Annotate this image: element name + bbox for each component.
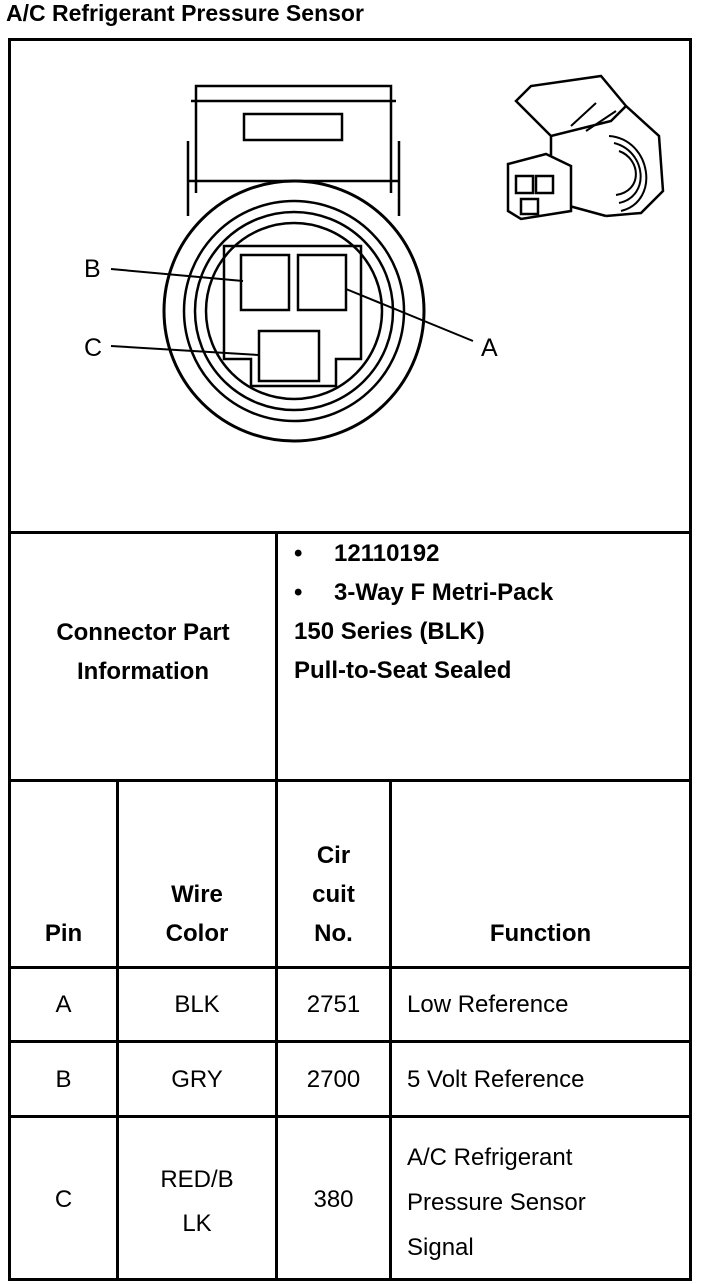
border-top xyxy=(8,38,692,41)
header-circuit: Cir cuit No. xyxy=(312,842,355,947)
wire-color-cell: BLK xyxy=(174,991,220,1018)
function-cell: 5 Volt Reference xyxy=(407,1066,585,1093)
callout-b: B xyxy=(84,255,101,283)
divider-row-a xyxy=(8,1040,692,1043)
border-right xyxy=(689,38,692,1281)
callout-c: C xyxy=(84,334,102,362)
border-left xyxy=(8,38,11,1281)
connector-series: 150 Series (BLK) xyxy=(294,618,485,645)
pin-cell: A xyxy=(55,991,72,1018)
connector-info-label: Connector Part Information xyxy=(11,613,275,691)
divider-row-b xyxy=(8,1115,692,1118)
page-title: A/C Refrigerant Pressure Sensor xyxy=(6,0,364,26)
connector-label-line1: Connector Part xyxy=(56,619,230,646)
pin-cell: B xyxy=(55,1066,72,1093)
circuit-cell: 2700 xyxy=(306,1066,361,1093)
connector-info-value: •12110192 •3-Way F Metri-Pack 150 Series… xyxy=(294,534,684,690)
connector-bullet-2: •3-Way F Metri-Pack xyxy=(294,579,554,606)
col-divider-2 xyxy=(389,779,392,1281)
connector-3d-icon xyxy=(506,74,665,221)
connector-diagram: B C A xyxy=(84,74,665,443)
callout-a: A xyxy=(481,334,498,362)
header-function: Function xyxy=(489,920,592,947)
border-bottom xyxy=(8,1278,692,1281)
connector-seal: Pull-to-Seat Sealed xyxy=(294,657,512,684)
circuit-cell: 2751 xyxy=(306,991,361,1018)
circuit-cell: 380 xyxy=(313,1186,354,1213)
connector-label-line2: Information xyxy=(77,658,209,685)
header-pin: Pin xyxy=(44,920,83,947)
col-divider-1 xyxy=(116,779,119,1281)
wire-color-cell: RED/B LK xyxy=(160,1166,234,1237)
pin-cell: C xyxy=(54,1186,73,1213)
wire-color-cell: GRY xyxy=(171,1066,223,1093)
connector-bullet-1: •12110192 xyxy=(294,540,440,567)
divider-diagram xyxy=(8,531,692,534)
divider-connector xyxy=(8,779,692,782)
function-cell: A/C Refrigerant Pressure Sensor Signal xyxy=(407,1144,586,1261)
divider-header xyxy=(8,966,692,969)
header-wire-color: Wire Color xyxy=(165,881,229,947)
function-cell: Low Reference xyxy=(407,991,569,1018)
col-divider-3 xyxy=(275,531,278,1281)
